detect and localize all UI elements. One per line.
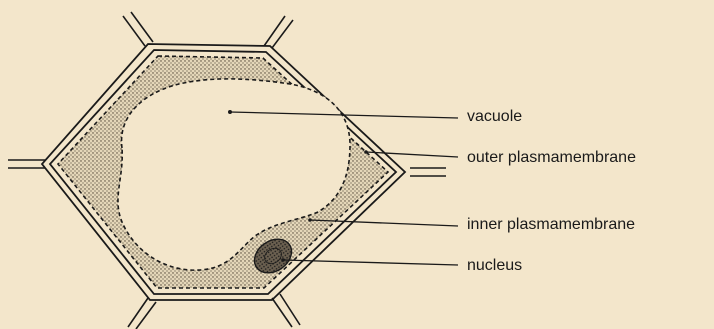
- inner-plasmamembrane-label: inner plasmamembrane: [467, 216, 635, 234]
- nucleus-leader-dot: [281, 258, 285, 262]
- nucleus-label: nucleus: [467, 257, 522, 275]
- inner-membrane-leader-dot: [308, 218, 312, 222]
- outer-plasmamembrane-label: outer plasmamembrane: [467, 149, 636, 167]
- vacuole: [118, 79, 350, 270]
- outer-membrane-leader-dot: [364, 150, 368, 154]
- vacuole-leader-dot: [228, 110, 232, 114]
- vacuole-label: vacuole: [467, 108, 522, 126]
